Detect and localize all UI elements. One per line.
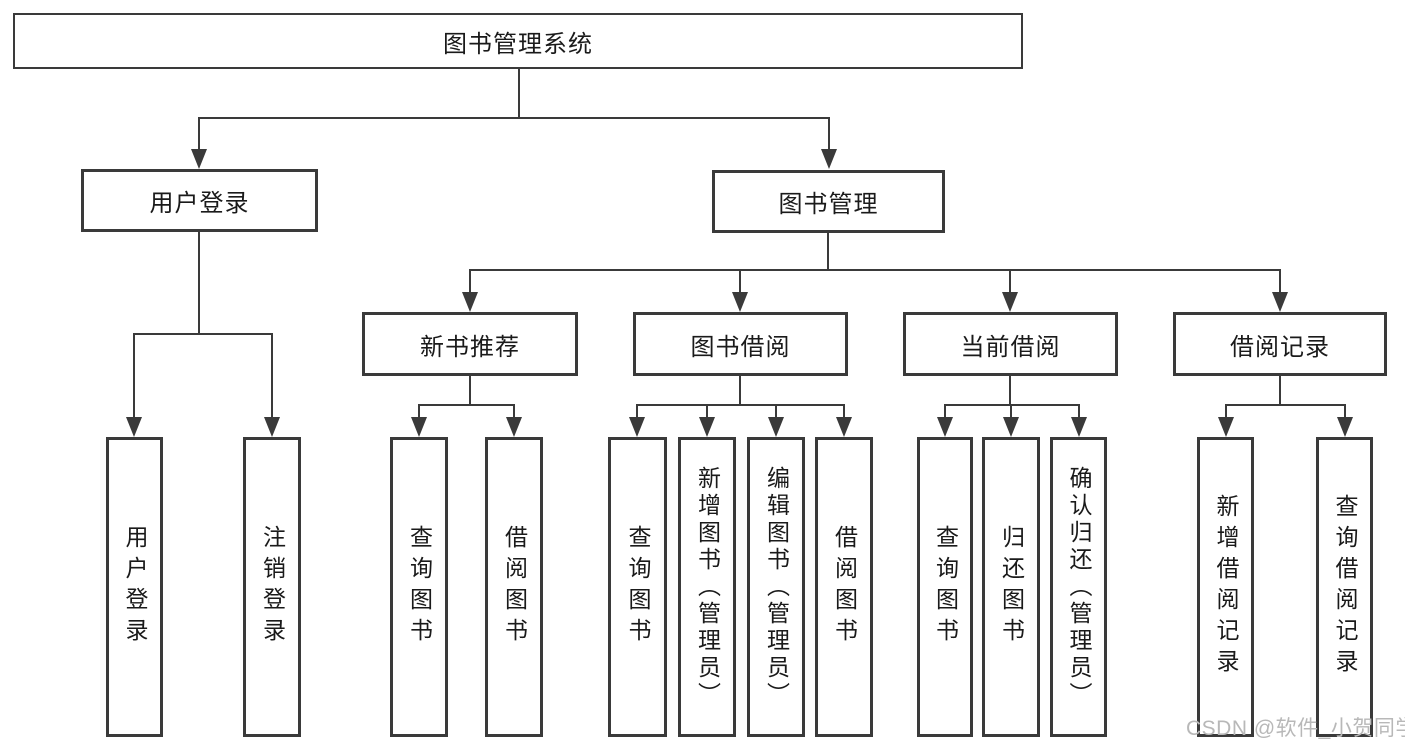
arrowhead-down-icon	[1272, 292, 1288, 312]
node-leaf-query-books-2: 查询图书	[608, 437, 667, 737]
node-leaf-borrow-books-2: 借阅图书	[815, 437, 873, 737]
node-leaf-borrow-books-1: 借阅图书	[485, 437, 543, 737]
connector-line	[944, 405, 946, 419]
connector-line	[1279, 270, 1281, 294]
connector-line	[775, 405, 777, 419]
arrowhead-down-icon	[821, 149, 837, 169]
node-leaf-logout: 注销登录	[243, 437, 301, 737]
connector-line	[1009, 270, 1011, 294]
connector-line	[636, 404, 845, 406]
connector-line	[739, 270, 741, 294]
connector-line	[469, 269, 1281, 271]
node-leaf-query-books-3: 查询图书	[917, 437, 973, 737]
arrowhead-down-icon	[1337, 417, 1353, 437]
connector-line	[1078, 405, 1080, 419]
watermark-text: CSDN @软件_小贺同学	[1186, 717, 1405, 740]
node-leaf-edit-books-admin: 编辑图书（管理员）	[747, 437, 805, 737]
connector-line	[1010, 405, 1012, 419]
arrowhead-down-icon	[768, 417, 784, 437]
connector-line	[1225, 404, 1346, 406]
arrowhead-down-icon	[462, 292, 478, 312]
connector-line	[469, 376, 471, 405]
connector-line	[944, 404, 1080, 406]
node-root: 图书管理系统	[13, 13, 1023, 69]
connector-line	[843, 405, 845, 419]
connector-line	[198, 232, 200, 334]
connector-line	[1279, 376, 1281, 405]
node-book-borrowing: 图书借阅	[633, 312, 848, 376]
arrowhead-down-icon	[699, 417, 715, 437]
connector-line	[513, 405, 515, 419]
connector-line	[827, 233, 829, 270]
connector-line	[636, 405, 638, 419]
node-current-borrowing: 当前借阅	[903, 312, 1118, 376]
node-leaf-query-borrow-record: 查询借阅记录	[1316, 437, 1373, 737]
connector-line	[469, 270, 471, 294]
arrowhead-down-icon	[836, 417, 852, 437]
node-leaf-user-login: 用户登录	[106, 437, 163, 737]
connector-line	[133, 333, 273, 335]
connector-line	[198, 117, 830, 119]
arrowhead-down-icon	[732, 292, 748, 312]
node-leaf-return-books: 归还图书	[982, 437, 1040, 737]
arrowhead-down-icon	[506, 417, 522, 437]
arrowhead-down-icon	[1218, 417, 1234, 437]
arrowhead-down-icon	[1003, 417, 1019, 437]
arrowhead-down-icon	[126, 417, 142, 437]
node-leaf-query-books-1: 查询图书	[390, 437, 448, 737]
arrowhead-down-icon	[1071, 417, 1087, 437]
node-leaf-confirm-return-admin: 确认归还（管理员）	[1050, 437, 1107, 737]
connector-line	[739, 376, 741, 405]
node-leaf-add-borrow-record: 新增借阅记录	[1197, 437, 1254, 737]
arrowhead-down-icon	[411, 417, 427, 437]
connector-line	[271, 334, 273, 419]
connector-line	[1009, 376, 1011, 405]
connector-line	[706, 405, 708, 419]
arrowhead-down-icon	[629, 417, 645, 437]
connector-line	[1225, 405, 1227, 419]
node-user-login: 用户登录	[81, 169, 318, 232]
connector-line	[518, 69, 520, 118]
node-new-book-recommend: 新书推荐	[362, 312, 578, 376]
arrowhead-down-icon	[1002, 292, 1018, 312]
node-book-management: 图书管理	[712, 170, 945, 233]
connector-line	[1344, 405, 1346, 419]
arrowhead-down-icon	[937, 417, 953, 437]
connector-line	[198, 118, 200, 151]
connector-line	[418, 405, 420, 419]
arrowhead-down-icon	[191, 149, 207, 169]
connector-line	[828, 118, 830, 151]
arrowhead-down-icon	[264, 417, 280, 437]
node-borrow-records: 借阅记录	[1173, 312, 1387, 376]
connector-line	[418, 404, 515, 406]
connector-line	[133, 334, 135, 419]
node-leaf-add-books-admin: 新增图书（管理员）	[678, 437, 736, 737]
